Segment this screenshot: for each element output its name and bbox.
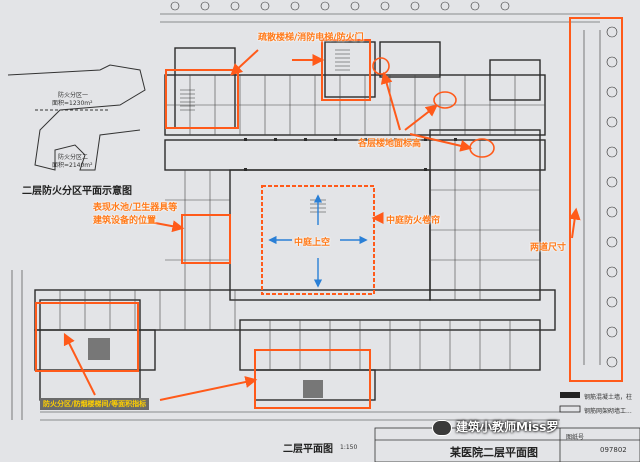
annotation-arrows xyxy=(63,49,581,401)
box-atrium xyxy=(261,185,375,295)
label-atrium: 中庭上空 xyxy=(294,238,331,248)
inset-zone2-area: 面积=2140m² xyxy=(52,162,93,169)
stair-treads xyxy=(180,49,350,213)
title-block-name: 某医院二层平面图 xyxy=(450,446,538,459)
arrow-to-right-dims xyxy=(568,207,581,239)
inset-caption: 二层防火分区平面示意图 xyxy=(22,186,132,197)
box-fixtures xyxy=(181,214,231,264)
inset-zone1-name: 防火分区一 xyxy=(58,92,89,99)
box-right-dims xyxy=(569,17,623,382)
sheet-stamp: 图纸号 xyxy=(566,434,585,441)
arrow-to-elev-1 xyxy=(380,71,401,131)
atrium-blue-arrows xyxy=(268,194,368,288)
drawing-title: 二层平面图 xyxy=(283,444,333,455)
label-overall-dims: 两道尺寸 xyxy=(530,243,567,253)
arrow-to-fixtures xyxy=(149,220,185,233)
label-bottom-strip: 防火分区/防烟楼梯间/等面积指标 xyxy=(40,398,150,410)
inset-zone2-name: 防火分区二 xyxy=(58,154,89,161)
box-stair-top xyxy=(321,39,371,101)
bottom-dimension-line xyxy=(40,411,560,421)
wechat-logo-icon xyxy=(432,419,452,436)
right-dimension-line xyxy=(583,26,618,368)
arrow-to-stair-left xyxy=(230,49,259,76)
equipment-grid xyxy=(88,338,323,398)
box-stair-left xyxy=(165,69,239,129)
legend-note-2: 钢筋网架砌墙工... xyxy=(584,408,632,415)
arrow-to-elev-3 xyxy=(409,133,473,152)
arrow-to-lower-left xyxy=(63,332,96,396)
label-fixtures-1: 表现水池/卫生器具等 xyxy=(93,203,178,213)
label-atrium-shutter: 中庭防火卷帘 xyxy=(386,216,441,226)
label-fixtures-2: 建筑设备的位置 xyxy=(93,216,157,226)
top-grid-bubbles xyxy=(170,1,510,11)
inset-zone1-area: 面积=1230m² xyxy=(52,100,93,107)
left-dimension-line xyxy=(11,270,23,420)
drawing-scale: 1:150 xyxy=(340,444,358,451)
columns xyxy=(244,138,457,171)
inset-zone-diagram xyxy=(7,64,146,171)
label-floor-elevation: 各层楼地面标高 xyxy=(358,139,422,149)
title-block xyxy=(374,427,640,462)
top-dimension-line xyxy=(160,13,600,23)
legend-swatch-2 xyxy=(559,405,581,413)
arrow-to-lower-center xyxy=(159,376,258,401)
watermark: 建筑小教师Miss罗 xyxy=(432,418,558,436)
sheet-number: 097802 xyxy=(600,446,627,454)
label-evac-stair: 疏散楼梯/消防电梯/防火门 xyxy=(258,33,364,43)
box-lower-left xyxy=(35,302,139,372)
watermark-text: 建筑小教师Miss罗 xyxy=(456,420,559,434)
legend-note-1: 钢筋混凝土墙，柱 xyxy=(584,394,633,401)
interior-partitions xyxy=(59,75,545,370)
arrow-to-elev-2 xyxy=(404,104,438,131)
legend-swatch xyxy=(560,392,580,398)
